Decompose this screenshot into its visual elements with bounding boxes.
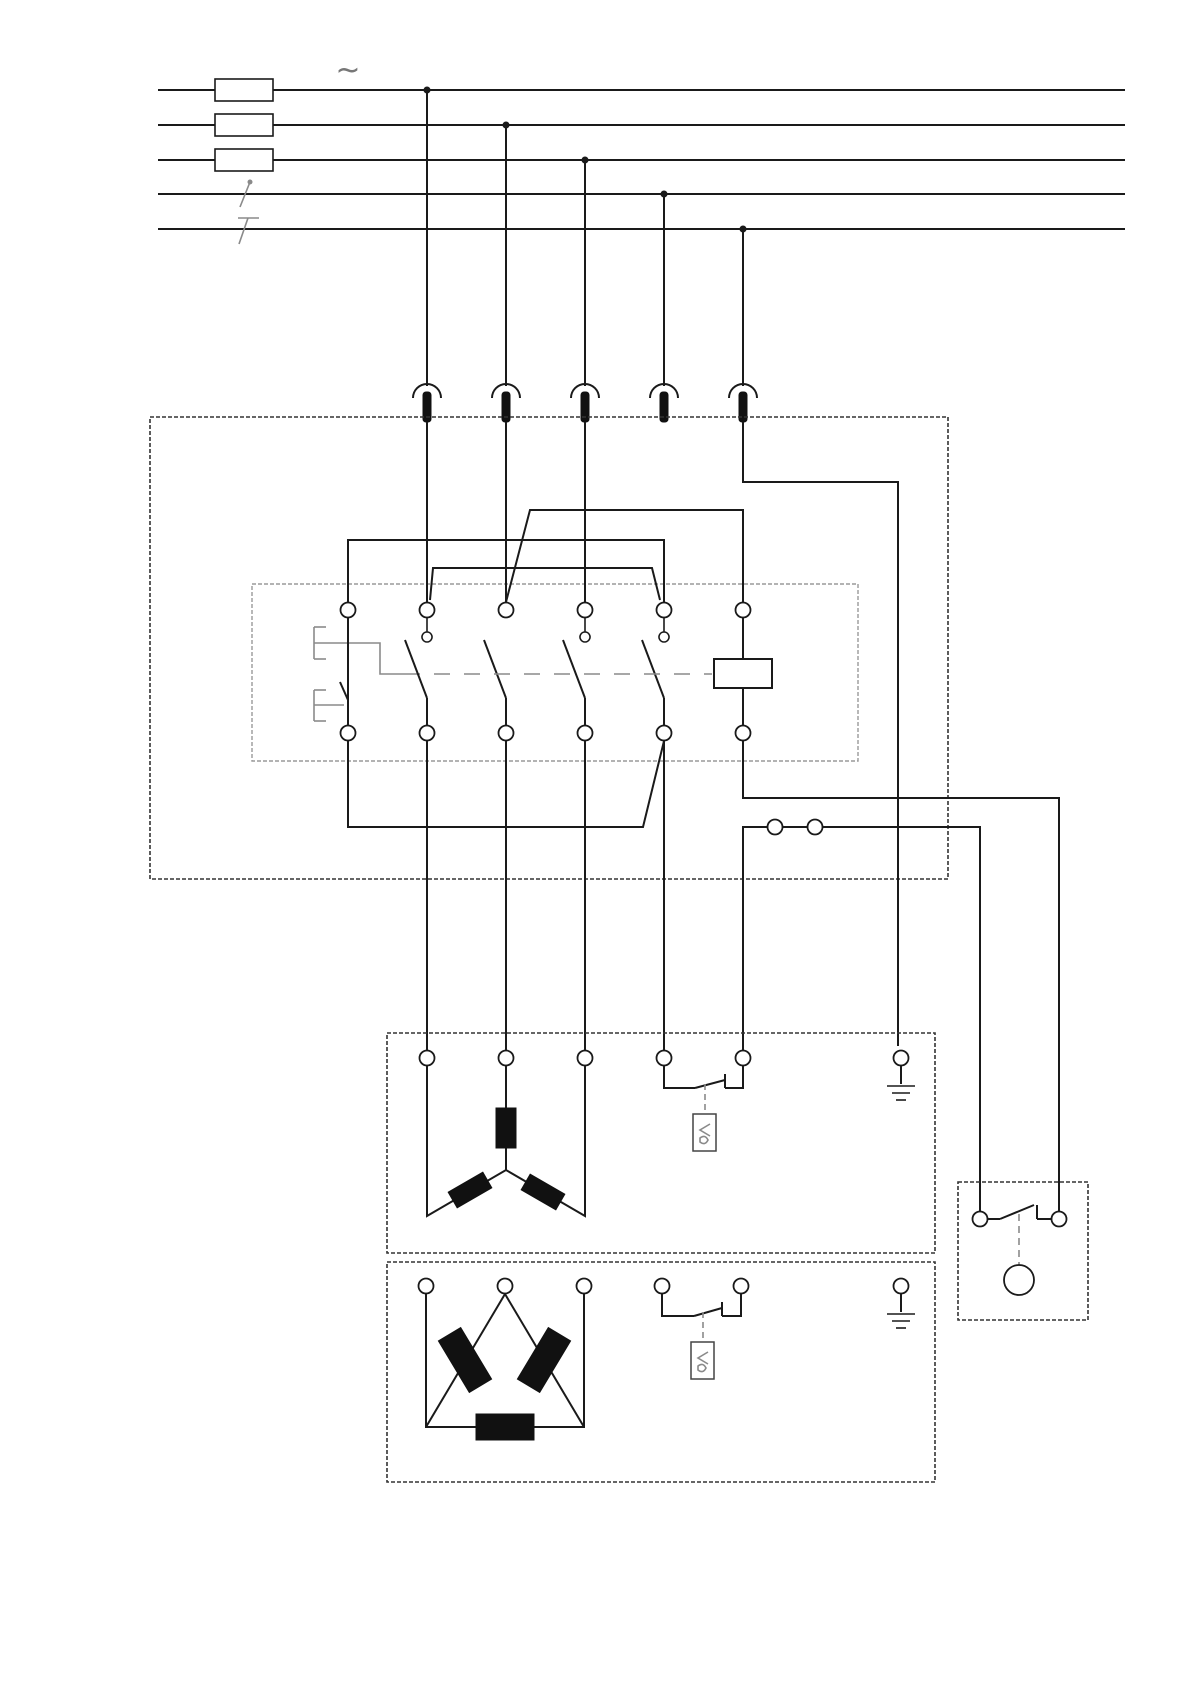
thermal-loop-wire (743, 827, 980, 1211)
fuse-icon (215, 79, 273, 171)
contactor-terminals-top (341, 603, 751, 618)
coil-return-wire (743, 741, 1059, 1211)
control-enclosure (150, 417, 948, 879)
motor-feed-lines (427, 741, 664, 1050)
contactor-coil-icon (714, 618, 772, 725)
external-switch-box (958, 1182, 1088, 1320)
contactor-terminals-bottom (341, 726, 751, 741)
ac-symbol: ~ (335, 53, 360, 88)
motor-terminals-star (420, 1051, 909, 1066)
motor-terminal-box-star (387, 1033, 935, 1253)
thermal-protector-icon (662, 1294, 741, 1379)
bridge-wires-top (348, 510, 743, 602)
thermal-protector-icon (664, 1066, 743, 1151)
main-contactor-icon (405, 618, 712, 725)
start-pushbutton-icon (314, 618, 420, 680)
external-switch-icon (973, 1205, 1067, 1295)
supply-lines (158, 90, 1125, 229)
star-winding-icon (427, 1066, 585, 1216)
ground-icon (887, 1294, 915, 1328)
ground-icon (887, 1066, 915, 1100)
supply-drops (427, 90, 743, 386)
stop-pushbutton-icon (314, 680, 348, 725)
motor-terminals-delta (419, 1279, 909, 1294)
delta-winding-icon (426, 1294, 584, 1440)
protective-earth-marker-icon (238, 218, 259, 244)
